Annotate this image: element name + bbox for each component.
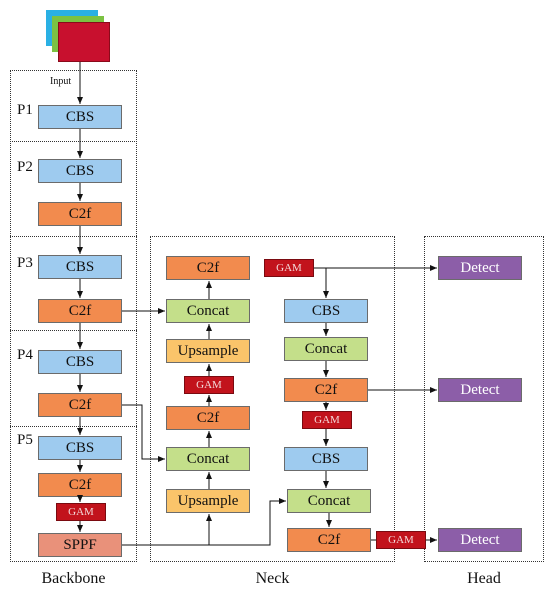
stage-label-p2: P2 xyxy=(17,159,33,175)
head-detect-middle: Detect xyxy=(438,378,522,402)
image-layer-red xyxy=(58,22,110,62)
backbone-p2-c2f: C2f xyxy=(38,202,122,226)
stage-divider-p4 xyxy=(10,330,137,331)
backbone-p3-cbs: CBS xyxy=(38,255,122,279)
backbone-p2-cbs: CBS xyxy=(38,159,122,183)
neck-left-gam: GAM xyxy=(184,376,234,394)
head-region xyxy=(424,236,544,562)
arrow-sppf-to-neck xyxy=(122,514,212,546)
neck-left-c2f: C2f xyxy=(166,406,250,430)
neck-top-gam: GAM xyxy=(264,259,314,277)
backbone-p1-cbs: CBS xyxy=(38,105,122,129)
neck-right-concat-upper: Concat xyxy=(284,337,368,361)
stage-label-p1: P1 xyxy=(17,102,33,118)
stage-label-p3: P3 xyxy=(17,255,33,271)
neck-region xyxy=(150,236,395,562)
neck-caption: Neck xyxy=(255,570,290,587)
head-detect-top: Detect xyxy=(438,256,522,280)
neck-right-concat-lower: Concat xyxy=(287,489,371,513)
input-label: Input xyxy=(50,76,72,87)
neck-left-concat-upper: Concat xyxy=(166,299,250,323)
neck-top-c2f: C2f xyxy=(166,256,250,280)
stage-divider-p5 xyxy=(10,426,137,427)
backbone-p4-cbs: CBS xyxy=(38,350,122,374)
backbone-caption: Backbone xyxy=(41,570,106,587)
arrow-sppf-to-right-concat xyxy=(209,498,286,546)
backbone-sppf: SPPF xyxy=(38,533,122,557)
neck-right-c2f-upper: C2f xyxy=(284,378,368,402)
stage-label-p5: P5 xyxy=(17,432,33,448)
arrow-p4-to-neck-concat xyxy=(122,404,165,462)
neck-left-upsample-upper: Upsample xyxy=(166,339,250,363)
backbone-p5-c2f: C2f xyxy=(38,473,122,497)
stage-divider-p2 xyxy=(10,141,137,142)
backbone-p4-c2f: C2f xyxy=(38,393,122,417)
head-detect-bottom: Detect xyxy=(438,528,522,552)
stage-divider-p3 xyxy=(10,236,137,237)
backbone-region xyxy=(10,70,137,562)
neck-left-concat-lower: Concat xyxy=(166,447,250,471)
input-image-icon xyxy=(46,10,110,64)
stage-label-p4: P4 xyxy=(17,347,33,363)
neck-right-cbs-upper: CBS xyxy=(284,299,368,323)
neck-right-gam: GAM xyxy=(302,411,352,429)
neck-right-cbs-lower: CBS xyxy=(284,447,368,471)
neck-right-c2f-lower: C2f xyxy=(287,528,371,552)
backbone-p5-cbs: CBS xyxy=(38,436,122,460)
head-caption: Head xyxy=(467,570,501,587)
backbone-p3-c2f: C2f xyxy=(38,299,122,323)
neck-bottom-gam: GAM xyxy=(376,531,426,549)
neck-left-upsample-lower: Upsample xyxy=(166,489,250,513)
backbone-gam: GAM xyxy=(56,503,106,521)
